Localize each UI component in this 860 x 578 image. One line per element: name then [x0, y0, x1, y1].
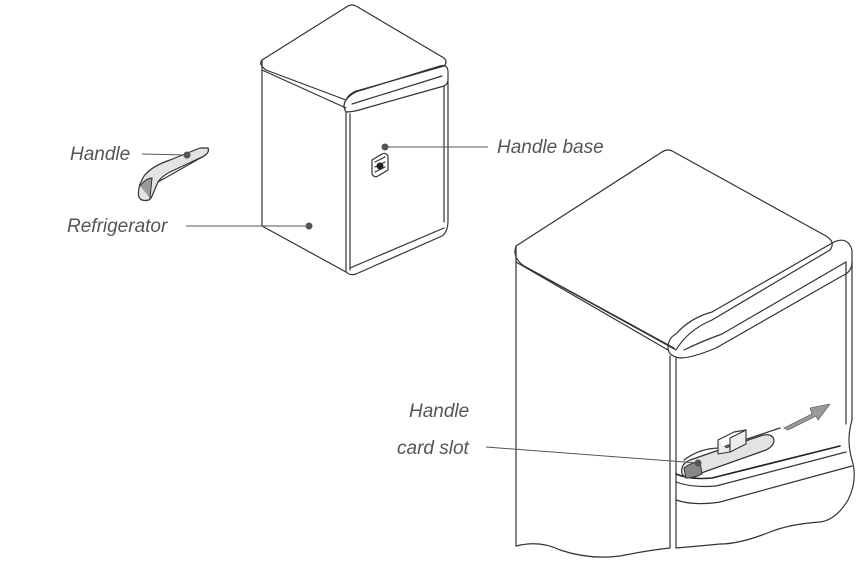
refrigerator-small [260, 4, 449, 276]
label-refrigerator: Refrigerator [67, 216, 168, 237]
leader-handle [141, 153, 188, 156]
handle-base-small [371, 152, 389, 178]
label-handle-base: Handle base [497, 137, 604, 158]
label-handle-card-slot-line1: Handle [409, 401, 469, 422]
label-handle: Handle [70, 144, 130, 165]
label-handle-card-slot-line2: card slot [397, 438, 470, 459]
leader-card-slot [485, 446, 699, 464]
handle-part [137, 147, 210, 202]
refrigerator-detail [514, 149, 855, 558]
slide-direction-arrow [783, 403, 831, 431]
handle-in-slot [681, 429, 775, 479]
